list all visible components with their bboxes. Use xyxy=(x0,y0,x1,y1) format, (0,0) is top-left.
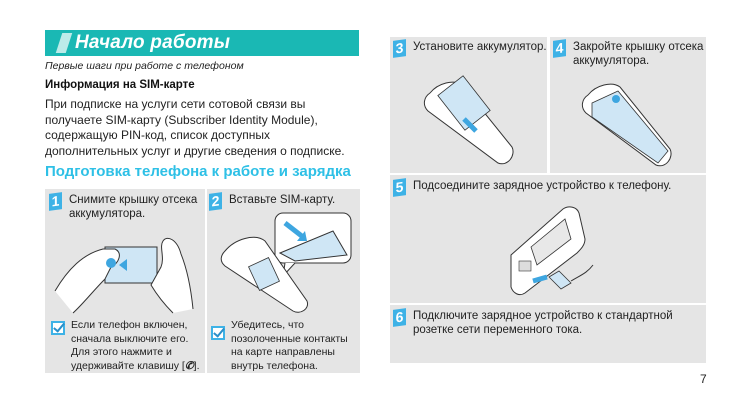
charger-connect-illustration xyxy=(510,206,594,296)
step-text: Снимите крышку отсека аккумулятора. xyxy=(69,194,198,220)
step-text: Закройте крышку отсека аккумулятора. xyxy=(573,41,704,67)
section-heading: Подготовка телефона к работе и зарядка xyxy=(45,163,351,180)
hands-removing-cover-illustration xyxy=(54,237,194,314)
sim-info-body: При подписке на услуги сети сотовой связ… xyxy=(45,97,345,158)
step-text: Установите аккумулятор. xyxy=(413,41,547,53)
step-panel-5: 5 Подсоедините зарядное устройство к тел… xyxy=(390,175,706,303)
note-checkbox-icon xyxy=(211,326,225,340)
cover-close-illustration xyxy=(581,83,672,167)
step-panel-2: 2 Вставьте SIM-карту. Убедитесь, что поз… xyxy=(207,189,360,373)
step-note: Если телефон включен, сначала выключите … xyxy=(71,319,203,373)
step-number-badge: 5 xyxy=(393,178,406,197)
chapter-title: Начало работы xyxy=(75,32,231,53)
chapter-subtitle: Первые шаги при работе с телефоном xyxy=(45,60,244,72)
step-text: Подсоедините зарядное устройство к телеф… xyxy=(413,180,672,192)
step-number-badge: 6 xyxy=(393,308,406,327)
step-panel-1: 1 Снимите крышку отсека аккумулятора. Ес… xyxy=(45,189,205,373)
step-number-badge: 3 xyxy=(393,39,406,58)
note-checkbox-icon xyxy=(51,321,65,335)
step-number-badge: 1 xyxy=(49,192,62,211)
step-number-badge: 2 xyxy=(209,192,222,211)
step-note-text: Если телефон включен, сначала выключите … xyxy=(71,319,189,372)
step-panel-3: 3 Установите аккумулятор. xyxy=(390,37,547,173)
step-text: Подключите зарядное устройство к стандар… xyxy=(413,310,673,336)
step-text: Вставьте SIM-карту. xyxy=(229,194,336,206)
step-note: Убедитесь, что позолоченные контакты на … xyxy=(231,319,348,372)
step-note-end: ]. xyxy=(193,359,200,372)
chapter-header-bar: Начало работы xyxy=(45,30,359,56)
sim-insert-illustration xyxy=(220,212,352,313)
sim-info-heading: Информация на SIM-карте xyxy=(45,79,195,91)
battery-insert-illustration xyxy=(423,75,514,165)
step-number-badge: 4 xyxy=(553,39,566,58)
step-panel-4: 4 Закройте крышку отсека аккумулятора. xyxy=(550,37,706,173)
header-slash-decoration xyxy=(55,33,73,53)
step-panel-6: 6 Подключите зарядное устройство к станд… xyxy=(390,305,706,363)
page-number: 7 xyxy=(700,372,707,386)
end-call-key-icon: ✆ xyxy=(184,359,194,372)
